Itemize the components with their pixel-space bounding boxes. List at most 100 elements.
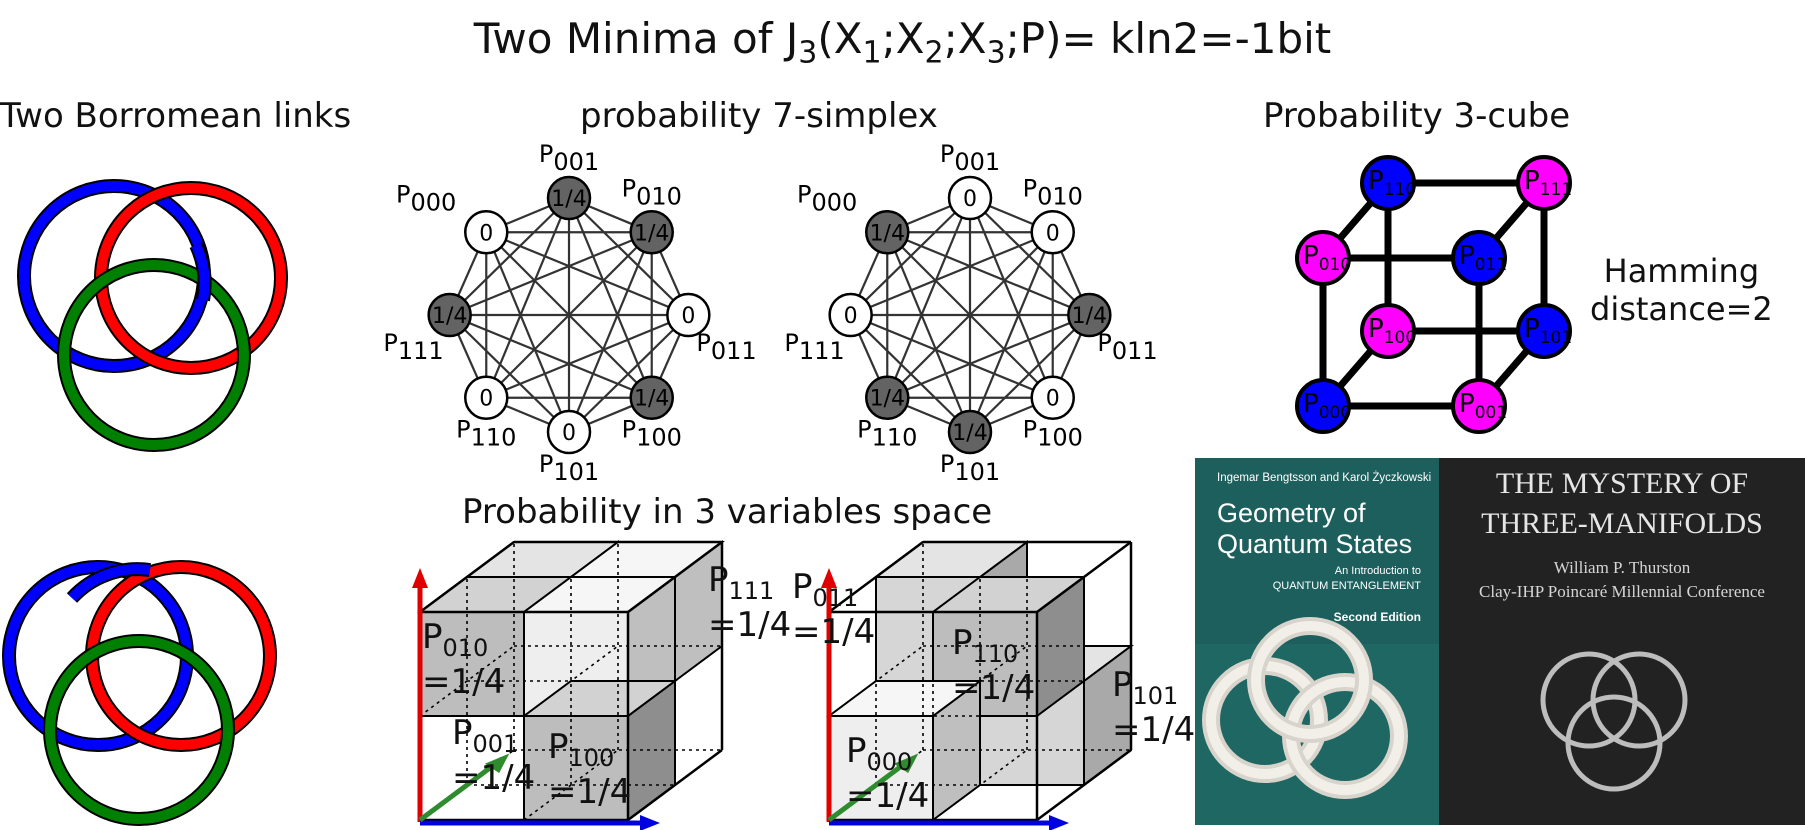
simplex-node-label: P010 <box>622 174 682 210</box>
simplex-node-value: 0 <box>844 304 858 329</box>
y-axis-arrow <box>484 753 510 773</box>
space-cube-right <box>821 540 1135 830</box>
hamming-distance-label: Hamming distance=2 <box>1590 252 1773 328</box>
cube-node-011 <box>1451 230 1507 286</box>
grid-line <box>932 645 1028 717</box>
book1-title: Geometry of Quantum States <box>1217 498 1413 559</box>
book1-authors: Ingemar Bengtsson and Karol Życzkowski <box>1217 472 1432 484</box>
simplex-node-011 <box>1067 292 1112 338</box>
p110-label: P110=1/4 <box>952 623 1036 708</box>
book1-edition: Second Edition <box>1333 610 1421 624</box>
simplex-node-001 <box>546 175 592 221</box>
grid-line <box>932 541 1028 613</box>
z-axis-arrow <box>412 568 428 588</box>
cube-outline <box>627 540 723 614</box>
simplex-node-label: P101 <box>940 450 1000 486</box>
simplex-node-label: P010 <box>1023 174 1083 210</box>
simplex-node-value: 1/4 <box>634 387 669 412</box>
borromean-rings-emblem <box>1540 651 1688 792</box>
cube-outline <box>828 540 924 614</box>
borromean-rings-image <box>1202 617 1408 799</box>
simplex-node-value: 0 <box>681 304 695 329</box>
borromean-link-bottom <box>2 560 277 826</box>
simplex-node-value: 0 <box>479 221 493 246</box>
grid-line <box>627 645 723 717</box>
simplex-node-value: 1/4 <box>1072 304 1107 329</box>
z-axis-arrow <box>821 568 837 588</box>
simplex-node-value: 0 <box>562 421 576 446</box>
simplex-edge <box>448 197 570 316</box>
borromean-heading: Two Borromean links <box>0 96 352 136</box>
cube-node-010 <box>1295 230 1351 286</box>
grid-line <box>523 645 619 717</box>
simplex-edge <box>485 313 689 399</box>
book2-title: THE MYSTERY OF THREE-MANIFOLDS <box>1481 467 1763 540</box>
simplex-node-label: P011 <box>696 329 756 365</box>
y-axis <box>827 756 913 823</box>
page-title: Two Minima of J3(X1;X2;X3;P)= kln2=-1bit <box>473 14 1332 71</box>
cube-node-110 <box>1360 155 1416 211</box>
x-axis-arrow <box>1049 815 1069 830</box>
simplex-edge <box>969 314 1091 433</box>
cube-node-label: P011 <box>1459 241 1507 275</box>
simplex-node-value: 1/4 <box>634 221 669 246</box>
space-cube-left <box>412 540 726 830</box>
simplex-node-value: 1/4 <box>952 421 987 446</box>
simplex-node-000 <box>865 210 910 255</box>
simplex-edge <box>886 231 1090 317</box>
simplex-node-111 <box>828 292 873 338</box>
cube-outline <box>1036 540 1132 614</box>
simplex-node-label: P111 <box>784 329 844 365</box>
simplex-node-label: P110 <box>456 416 516 452</box>
simplex-edge <box>969 197 1091 316</box>
simplex-node-100 <box>1030 375 1075 420</box>
simplex-node-value: 1/4 <box>432 304 467 329</box>
simplex-node-value: 1/4 <box>870 387 905 412</box>
y-axis <box>418 756 504 823</box>
simplex-node-value: 1/4 <box>551 187 586 212</box>
simplex-node-label: P101 <box>539 450 599 486</box>
simplex-node-label: P110 <box>857 416 917 452</box>
simplex-node-label: P111 <box>383 329 443 365</box>
cube-outline <box>1036 748 1132 822</box>
p100-label: P100=1/4 <box>548 727 632 812</box>
cube-node-100 <box>1360 303 1416 359</box>
book1-subtitle: An Introduction to QUANTUM ENTANGLEMENT <box>1272 565 1421 592</box>
grid-line <box>523 541 619 613</box>
simplex-node-label: P011 <box>1097 329 1157 365</box>
simplex-node-101 <box>947 409 993 455</box>
borromean-link-top <box>17 179 288 452</box>
cube-node-label: P010 <box>1303 241 1351 275</box>
cube-node-label: P110 <box>1368 166 1416 200</box>
simplex-edge <box>568 314 690 433</box>
cube-node-001 <box>1451 378 1507 434</box>
simplex-node-label: P100 <box>1023 416 1083 452</box>
simplex-node-value: 0 <box>1046 221 1060 246</box>
simplex-edge <box>485 231 689 317</box>
cube-node-101 <box>1516 303 1572 359</box>
book2-author: William P. Thurston <box>1553 558 1691 577</box>
cube-node-label: P001 <box>1459 389 1507 423</box>
simplex-node-value: 1/4 <box>870 221 905 246</box>
simplex-node-label: P000 <box>797 180 857 216</box>
simplex-node-110 <box>865 375 910 420</box>
simplex-node-label: P001 <box>539 140 599 176</box>
grid-line <box>1036 645 1132 717</box>
p111-label: P111=1/4 <box>708 560 792 645</box>
p000-label: P000=1/4 <box>846 731 930 816</box>
book-cover-mystery-three-manifolds: THE MYSTERY OF THREE-MANIFOLDS William P… <box>1439 458 1805 825</box>
simplex-edge <box>886 313 1090 399</box>
y-axis-arrow <box>893 753 919 773</box>
simplex-node-label: P100 <box>622 416 682 452</box>
p101-label: P101=1/4 <box>1112 665 1196 750</box>
cube-node-label: P100 <box>1368 314 1416 348</box>
simplex-node-111 <box>427 292 472 338</box>
simplex-node-value: 0 <box>963 187 977 212</box>
simplex-node-100 <box>629 375 674 420</box>
p010-label: P010=1/4 <box>422 617 506 702</box>
cube-outline <box>419 540 515 614</box>
probability-3-variables-space <box>412 540 1135 830</box>
cube-node-label: P000 <box>1303 389 1351 423</box>
